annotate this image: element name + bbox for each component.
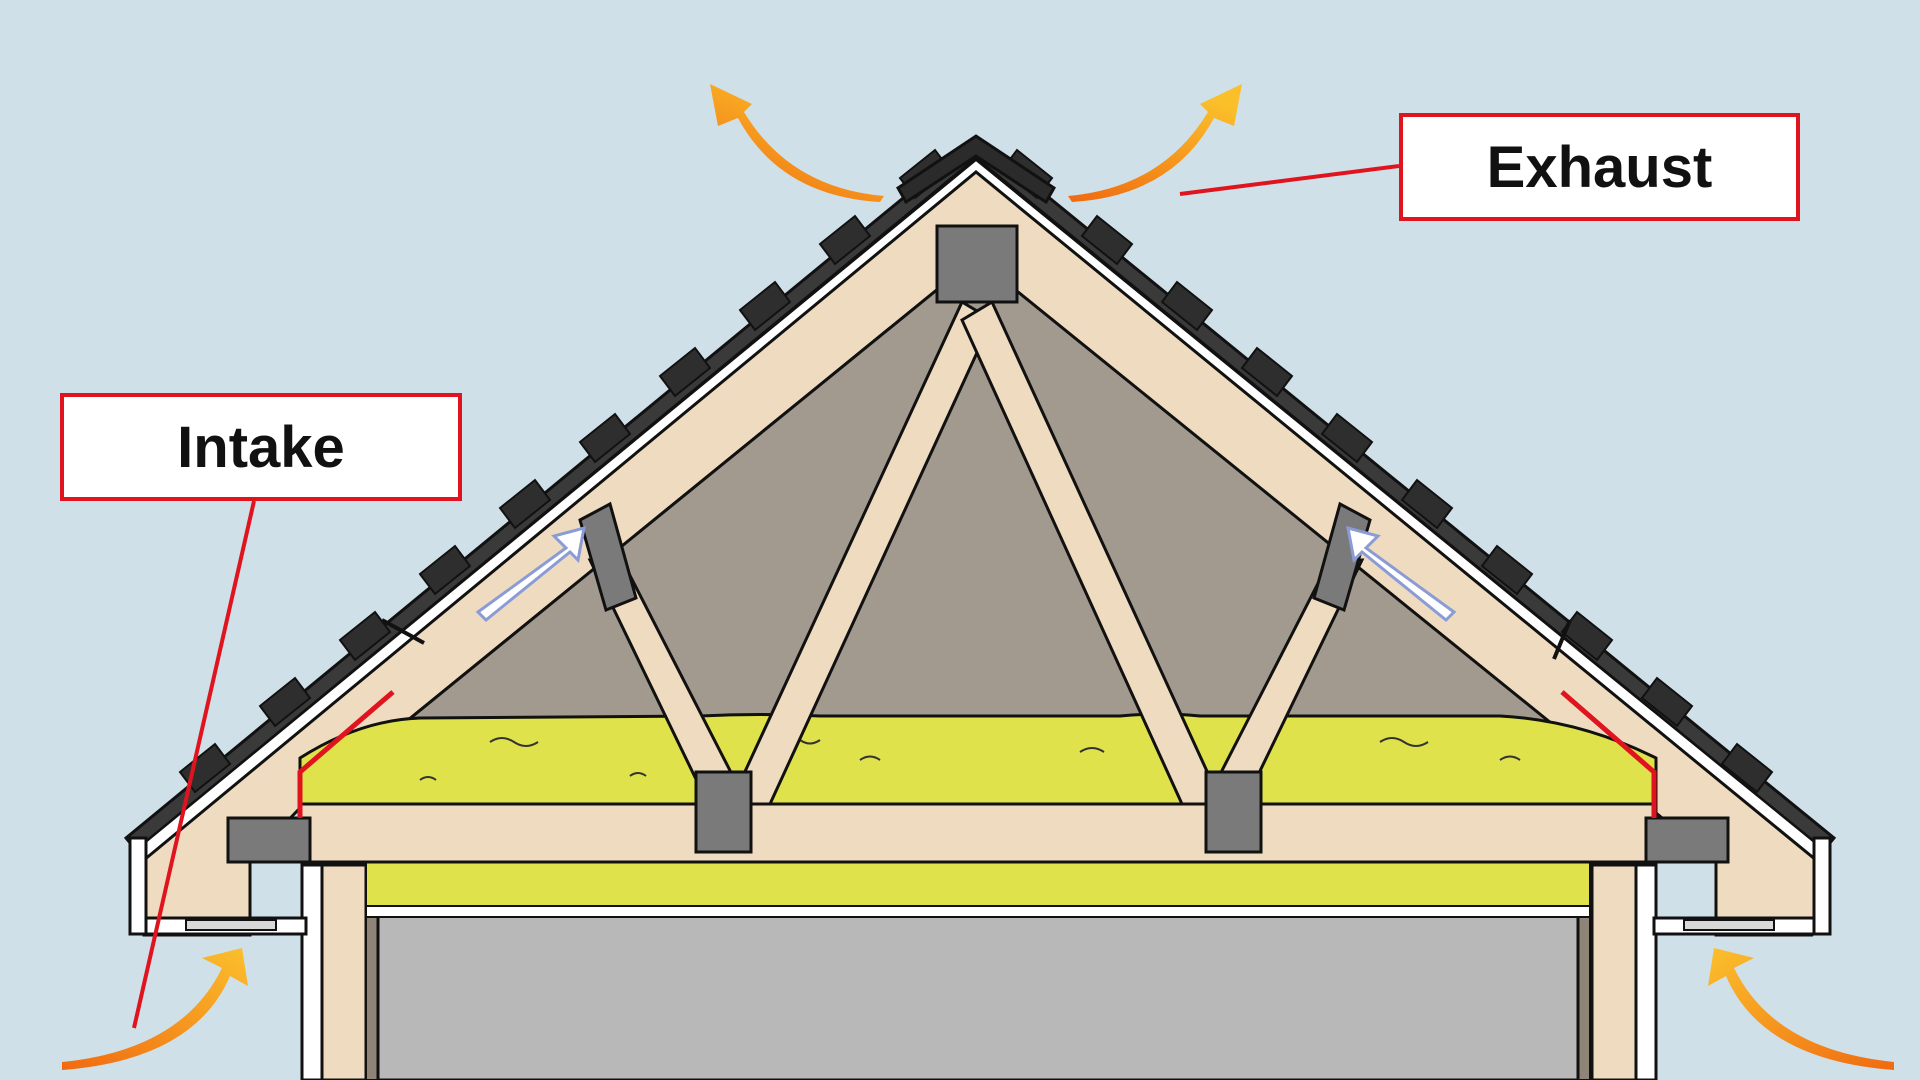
room-interior bbox=[376, 913, 1580, 1080]
eave-right bbox=[1652, 836, 1832, 936]
intake-label: Intake bbox=[60, 393, 462, 501]
attic-insulation bbox=[298, 712, 1658, 806]
intake-arrow-left bbox=[62, 948, 248, 1070]
eave-left bbox=[128, 836, 308, 936]
ridge-cap bbox=[896, 134, 1056, 205]
exhaust-leader-line bbox=[1179, 164, 1400, 196]
gusset-plates bbox=[226, 224, 1730, 864]
internal-airflow-arrow-right bbox=[1346, 525, 1457, 623]
exhaust-arrow-right bbox=[1068, 84, 1242, 202]
intake-leader-line bbox=[132, 500, 256, 1029]
ceiling-insulation bbox=[365, 861, 1591, 907]
intake-arrow-right bbox=[1708, 948, 1894, 1070]
exhaust-arrow-left bbox=[710, 84, 884, 202]
baffle-edges bbox=[381, 618, 1572, 660]
internal-airflow-arrow-left bbox=[475, 525, 586, 623]
rafter-baffles bbox=[297, 690, 1657, 818]
wall-left bbox=[300, 863, 379, 1080]
exhaust-label: Exhaust bbox=[1399, 113, 1800, 221]
bottom-chord bbox=[298, 802, 1658, 864]
soffit-vent-left bbox=[185, 919, 277, 931]
soffit-vent-right bbox=[1683, 919, 1775, 931]
truss-webs bbox=[587, 299, 1365, 806]
shingle-tabs bbox=[178, 148, 1774, 794]
wall-right bbox=[1577, 863, 1658, 1080]
